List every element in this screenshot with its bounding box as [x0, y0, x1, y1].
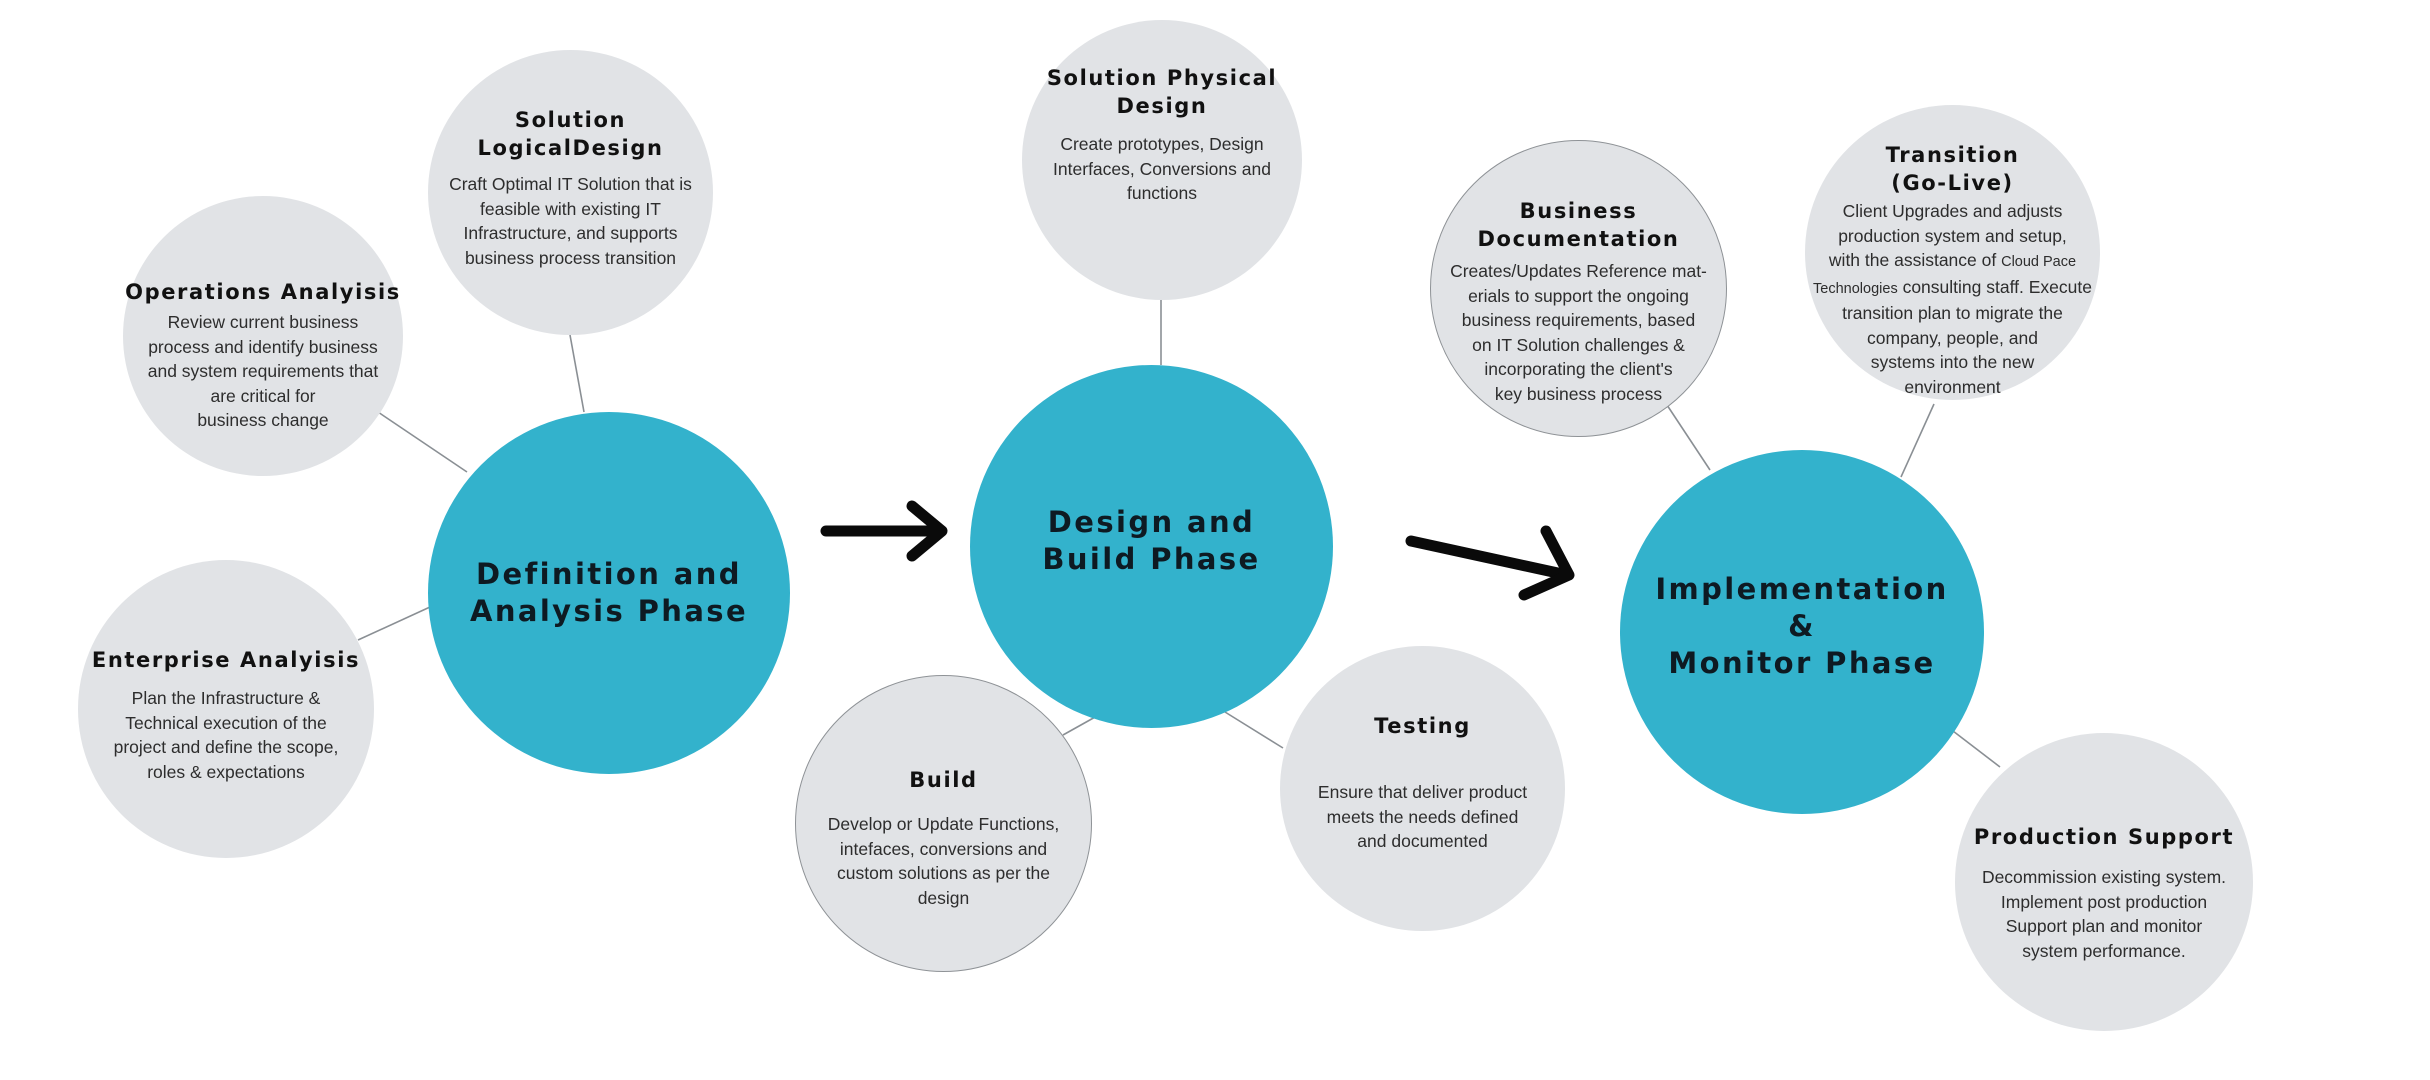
step-title: Enterprise Analyisis: [91, 648, 361, 672]
step-description: Decommission existing system. Implement …: [1981, 867, 2227, 961]
step-title: Production Support: [1973, 825, 2235, 849]
step-title: Solution LogicalDesign: [477, 108, 664, 160]
phase-title: Definition and Analysis Phase: [469, 557, 749, 628]
connector-logical-definition: [569, 334, 585, 413]
connector-documentation-implementation: [1666, 404, 1711, 471]
step-solution-logical-design: Solution LogicalDesign Craft Optimal IT …: [428, 50, 713, 335]
phase-design-build: Design and Build Phase: [970, 365, 1333, 728]
step-operations-analysis: Operations Analyisis Review current busi…: [123, 196, 403, 476]
description-part: Client Upgrades and adjusts production s…: [1828, 201, 2067, 270]
step-description: Ensure that deliver product meets the ne…: [1317, 782, 1528, 851]
step-solution-physical-design: Solution Physical Design Create prototyp…: [1022, 20, 1302, 300]
step-production-support: Production Support Decommission existing…: [1955, 733, 2253, 1031]
step-description: Develop or Update Functions, intefaces, …: [827, 814, 1060, 908]
step-description: Plan the Infrastructure & Technical exec…: [113, 688, 339, 782]
description-part: consulting staff. Execute transition pla…: [1842, 276, 2092, 397]
connector-support-implementation: [1952, 730, 2001, 768]
step-transition-go-live: Transition (Go-Live) Client Upgrades and…: [1805, 105, 2100, 400]
arrow-right-2: [1405, 525, 1575, 601]
phase-title: Implementation & Monitor Phase: [1655, 571, 1949, 680]
step-title: Testing: [1374, 714, 1471, 738]
step-title: Operations Analyisis: [125, 280, 401, 304]
step-title: Build: [909, 768, 978, 792]
phase-implementation-monitor: Implementation & Monitor Phase: [1620, 450, 1984, 814]
step-description: Client Upgrades and adjusts production s…: [1813, 199, 2092, 399]
step-build: Build Develop or Update Functions, intef…: [795, 675, 1092, 972]
step-description: Review current business process and iden…: [147, 312, 379, 430]
phase-title: Design and Build Phase: [1042, 504, 1261, 576]
connector-operations-definition: [374, 409, 468, 473]
step-enterprise-analysis: Enterprise Analyisis Plan the Infrastruc…: [78, 560, 374, 858]
connector-transition-implementation: [1900, 403, 1935, 478]
connector-enterprise-definition: [357, 606, 431, 641]
connector-build-design: [1062, 715, 1098, 736]
step-description: Craft Optimal IT Solution that is feasib…: [449, 174, 692, 268]
step-title: Transition (Go-Live): [1885, 143, 2020, 195]
step-title: Solution Physical Design: [1046, 66, 1278, 118]
arrow-right-1: [820, 500, 948, 562]
step-business-documentation: Business Documentation Creates/Updates R…: [1430, 140, 1727, 437]
step-title: Business Documentation: [1477, 199, 1680, 251]
connector-testing-design: [1224, 711, 1284, 749]
company-name: Cloud Pace Technologies: [1813, 254, 2077, 297]
step-description: Create prototypes, Design Interfaces, Co…: [1053, 134, 1271, 203]
phase-definition-analysis: Definition and Analysis Phase: [428, 412, 790, 774]
step-description: Creates/Updates Reference mat- erials to…: [1450, 261, 1707, 404]
step-testing: Testing Ensure that deliver product meet…: [1280, 646, 1565, 931]
